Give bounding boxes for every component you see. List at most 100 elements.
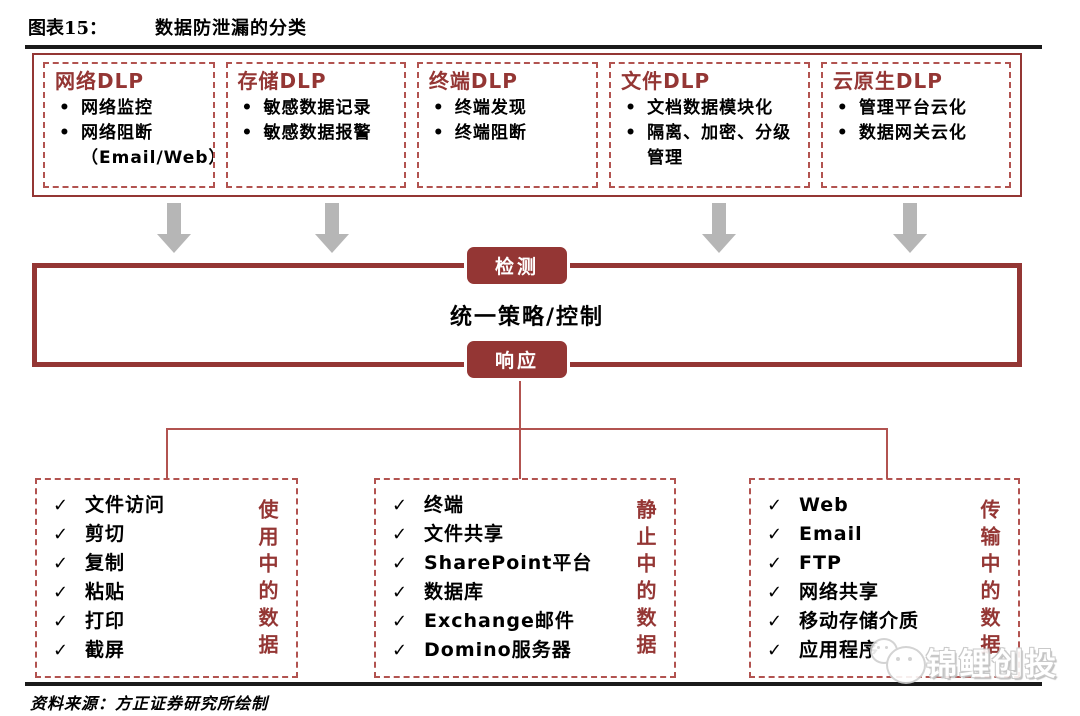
check-icon: ✓ xyxy=(392,611,408,632)
list-item-text: 隔离、加密、分级管理 xyxy=(647,123,792,168)
bullet-icon: • xyxy=(432,98,444,118)
connector-line xyxy=(166,428,888,430)
list-item: ✓ 剪切 xyxy=(53,520,253,549)
list-item-text: 数据库 xyxy=(424,581,485,603)
connector-line xyxy=(886,429,888,479)
list-item: ✓ FTP xyxy=(767,549,975,578)
list-item: ✓Web xyxy=(767,491,975,520)
list-item-text: FTP xyxy=(799,552,842,574)
connector-line xyxy=(519,429,521,479)
data-in-use-box: ✓ 文件访问 ✓ 剪切 ✓复制 ✓ 粘贴 ✓ 打印 ✓ 截屏 使用中的数据 xyxy=(35,478,298,678)
list-item: ✓应用程序 xyxy=(767,636,975,665)
list-item: ✓复制 xyxy=(53,549,253,578)
list-item-text: 文件共享 xyxy=(424,523,505,545)
list-item: ✓ 数据库 xyxy=(392,578,631,607)
list-item-text: SharePoint平台 xyxy=(424,552,593,574)
category-label: 静止中的数据 xyxy=(633,498,657,661)
list-item-text: Email xyxy=(799,523,863,545)
down-arrow-icon xyxy=(157,203,191,253)
box-title: 终端DLP xyxy=(428,69,518,93)
list-item-text: Exchange邮件 xyxy=(424,610,575,632)
list-item: ✓ Domino服务器 xyxy=(392,636,631,665)
connector-line xyxy=(519,378,521,429)
list-item-text: 打印 xyxy=(85,610,126,632)
list-item: ✓ 打印 xyxy=(53,607,253,636)
down-arrow-icon xyxy=(315,203,349,253)
top-rule xyxy=(25,45,1042,49)
list-item-text: 复制 xyxy=(85,552,126,574)
bullet-icon: • xyxy=(625,123,637,143)
list-item-text: 截屏 xyxy=(85,639,126,661)
list-item-text: 敏感数据报警 xyxy=(263,123,372,143)
list-item-text: 终端发现 xyxy=(454,98,527,118)
down-arrow-icon xyxy=(893,203,927,253)
check-icon: ✓ xyxy=(392,582,408,603)
list-item-text: 敏感数据记录 xyxy=(263,98,372,118)
check-icon: ✓ xyxy=(767,553,783,574)
list-item: • 管理平台云化 xyxy=(833,96,1001,121)
list-item: • 敏感数据记录 xyxy=(238,96,396,121)
check-icon: ✓ xyxy=(53,582,69,603)
list-item-text: 文档数据模块化 xyxy=(647,98,774,118)
list-item-text: 终端阻断 xyxy=(454,123,527,143)
file-dlp-box: 文件DLP • 文档数据模块化 • 隔离、加密、分级管理 xyxy=(609,62,810,188)
category-label: 传输中的数据 xyxy=(977,498,1001,661)
list-item-text: Domino服务器 xyxy=(424,639,572,661)
watermark: 锦鲤创投 xyxy=(868,638,1058,684)
list-item: • 文档数据模块化 xyxy=(621,96,800,121)
connector-line xyxy=(166,429,168,479)
check-icon: ✓ xyxy=(53,640,69,661)
down-arrow-icon xyxy=(702,203,736,253)
check-list: ✓终端 ✓文件共享 ✓SharePoint平台 ✓数据库 ✓Exchange邮件… xyxy=(392,491,631,668)
check-icon: ✓ xyxy=(767,611,783,632)
list-item: ✓网络共享 xyxy=(767,578,975,607)
list-item: • 网络阻断（Email/Web） xyxy=(55,121,213,171)
bullet-icon: • xyxy=(241,123,253,143)
list-item-text: 终端 xyxy=(424,494,465,516)
bullet-icon: • xyxy=(836,123,848,143)
box-title: 存储DLP xyxy=(237,69,327,93)
endpoint-dlp-box: 终端DLP • 终端发现 • 终端阻断 xyxy=(416,62,599,188)
list-item: • 终端发现 xyxy=(429,96,588,121)
list-item: ✓ 截屏 xyxy=(53,636,253,665)
storage-dlp-box: 存储DLP • 敏感数据记录 • 敏感数据报警 xyxy=(225,62,406,188)
box-title: 文件DLP xyxy=(621,69,711,93)
check-icon: ✓ xyxy=(53,495,69,516)
bullet-icon: • xyxy=(836,98,848,118)
check-icon: ✓ xyxy=(53,611,69,632)
list-item: • 敏感数据报警 xyxy=(238,121,396,146)
list-item: • 终端阻断 xyxy=(429,121,588,146)
list-item: ✓ 粘贴 xyxy=(53,578,253,607)
check-list: ✓Web ✓Email ✓FTP ✓网络共享 ✓移动存储介质 ✓应用程序 xyxy=(767,491,975,668)
list-item: • 数据网关云化 xyxy=(833,121,1001,146)
box-title: 网络DLP xyxy=(55,69,145,93)
list-item-text: Web xyxy=(799,494,849,516)
bottom-rule xyxy=(25,682,1042,686)
list-item: ✓终端 xyxy=(392,491,631,520)
cloud-native-dlp-box: 云原生DLP • 管理平台云化 • 数据网关云化 xyxy=(820,62,1011,188)
check-icon: ✓ xyxy=(53,524,69,545)
list-item: ✓文件共享 xyxy=(392,520,631,549)
list-item: • 隔离、加密、分级管理 xyxy=(621,121,800,171)
data-in-transit-box: ✓Web ✓Email ✓FTP ✓网络共享 ✓移动存储介质 ✓应用程序 传输中… xyxy=(749,478,1020,678)
bullet-icon: • xyxy=(432,123,444,143)
bullet-icon: • xyxy=(59,123,70,143)
category-label: 使用中的数据 xyxy=(255,498,279,661)
list-item-text: 文件访问 xyxy=(85,494,166,516)
list-item-text: 网络监控 xyxy=(81,98,153,118)
detect-badge: 检测 xyxy=(464,244,570,287)
watermark-text: 锦鲤创投 xyxy=(926,646,1058,683)
box-title: 云原生DLP xyxy=(832,69,943,93)
list-item-text: 网络阻断（Email/Web） xyxy=(81,123,215,168)
list-item-text: 粘贴 xyxy=(85,581,126,603)
figure-title: 数据防泄漏的分类 xyxy=(155,18,307,39)
list-item: • 网络监控 xyxy=(55,96,205,121)
check-icon: ✓ xyxy=(392,640,408,661)
list-item: ✓ Exchange邮件 xyxy=(392,607,631,636)
list-item: ✓Email xyxy=(767,520,975,549)
list-item: ✓SharePoint平台 xyxy=(392,549,631,578)
dlp-categories-container: 网络DLP • 网络监控 • 网络阻断（Email/Web） 存储DLP • 敏… xyxy=(32,53,1022,197)
bullet-icon: • xyxy=(59,98,70,118)
list-item-text: 剪切 xyxy=(85,523,126,545)
check-icon: ✓ xyxy=(767,582,783,603)
